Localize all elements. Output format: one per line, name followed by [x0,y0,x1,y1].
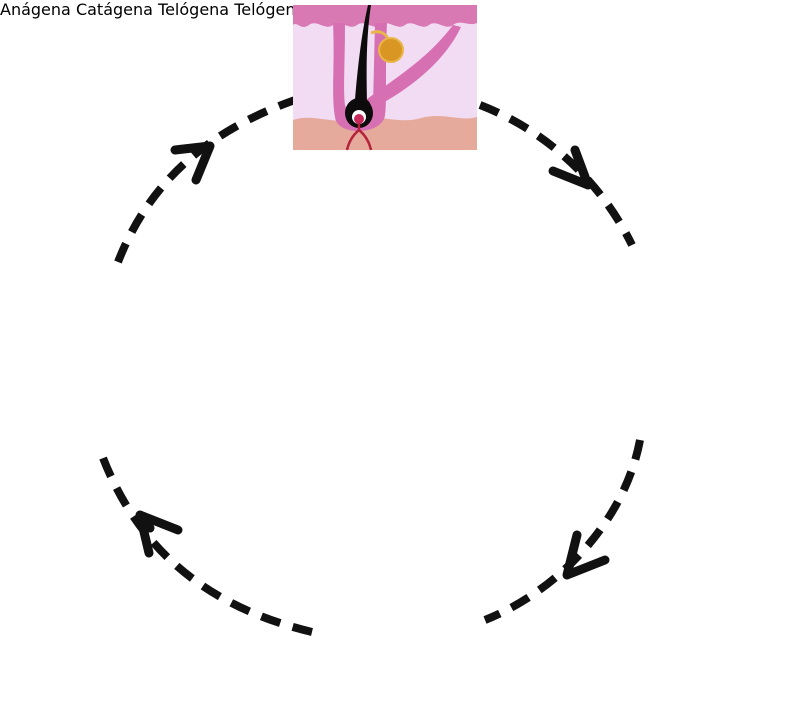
label-telogen-bottom: Telógena [158,0,230,19]
arrowhead-icon [135,510,183,558]
cycle-arrows [96,96,644,636]
label-catagen: Catágena [75,0,153,19]
arrowhead-icon [170,141,215,185]
arrow-telogen-to-anagen [114,96,297,264]
label-telogen-left: Telógena [234,0,306,19]
arrowhead-icon [548,145,593,190]
arrow-telogen-to-telogen [96,448,313,636]
hair-shaft-telogen: Telógena Telógena const data = JSON.pars… [158,0,305,19]
arrow-catagen-to-telogen [483,439,644,624]
arrow-anagen-to-catagen [478,101,636,247]
hair-shaft-catagen: Catágena Telógena Telógena const data = … [76,0,305,19]
arrowhead-icon [562,530,610,580]
label-anagen: Anágena [0,0,71,19]
panel-anagen [293,5,477,151]
